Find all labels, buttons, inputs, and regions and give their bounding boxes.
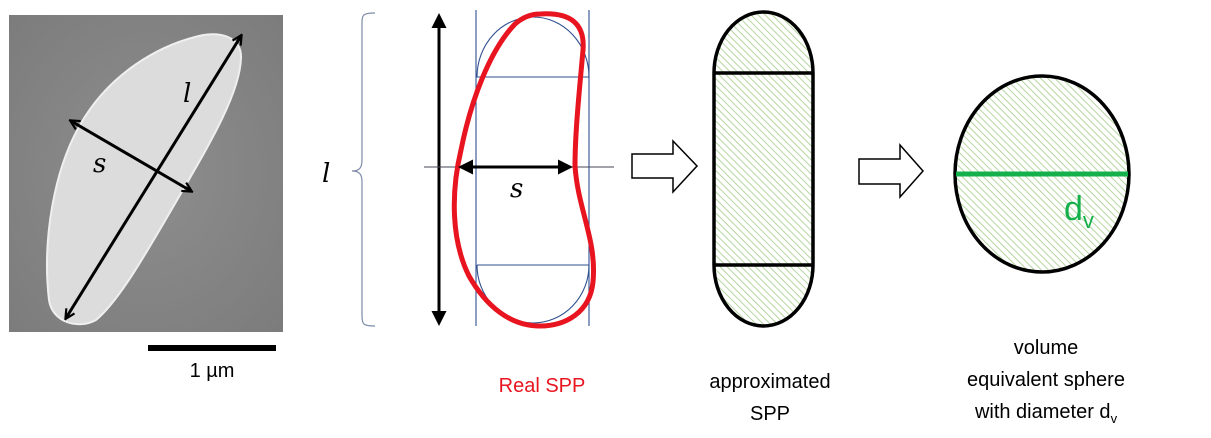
length-brace [351, 12, 376, 327]
scale-bar-label: 1 µm [190, 360, 235, 382]
real-spp-panel: l s Real SPP [322, 10, 614, 397]
width-label: s [93, 149, 106, 179]
approximated-spp-panel: approximated SPP [709, 10, 831, 425]
approx-caption-line1: approximated [709, 371, 830, 393]
diameter-label: dv [1064, 190, 1094, 233]
scale-bar [148, 345, 276, 351]
right-arrow-icon [858, 143, 925, 199]
real-spp-outline [451, 11, 597, 329]
right-arrow-icon [631, 139, 699, 194]
length-label: l [183, 79, 191, 109]
width-arrow [71, 121, 191, 191]
approx-caption-line2: SPP [750, 403, 790, 425]
equivalent-sphere-panel: dv volume equivalent sphere with diamete… [953, 74, 1131, 426]
sphere-caption-line2: equivalent sphere [967, 369, 1125, 391]
sphere-caption-line3: with diameter dv [974, 401, 1118, 426]
capsule-shape [712, 10, 815, 328]
width-label: s [510, 174, 523, 204]
sphere-caption-line1: volume [1014, 337, 1078, 359]
sem-image-panel: l s 1 µm [9, 15, 283, 382]
length-label: l [322, 159, 330, 189]
real-spp-caption: Real SPP [499, 375, 586, 397]
